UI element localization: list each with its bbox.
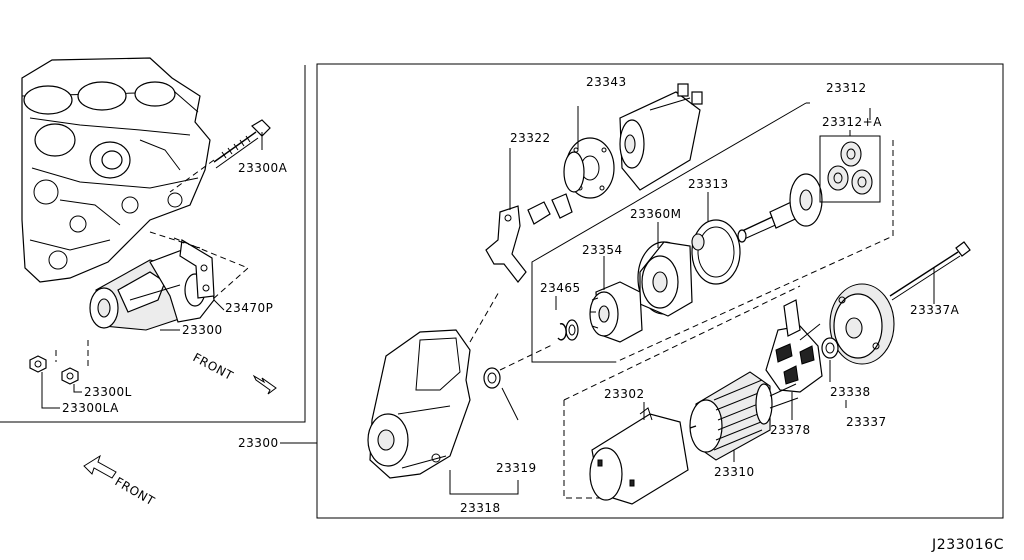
front-label-main: FRONT: [113, 474, 158, 508]
planetary-gears-23312a: [819, 135, 881, 203]
label-23337a: 23337A: [910, 303, 960, 317]
solenoid-23343: [619, 83, 703, 191]
yoke-23302: [589, 407, 689, 505]
label-23465: 23465: [540, 281, 581, 295]
label-23319: 23319: [496, 461, 537, 475]
front-arrow-main-icon: [83, 454, 117, 479]
label-23354: 23354: [582, 243, 623, 257]
lever-spring: [551, 193, 573, 219]
label-23300l: 23300L: [84, 385, 132, 399]
label-23300-main: 23300: [238, 436, 279, 450]
brush-holder-23378: [765, 299, 823, 393]
label-23470p: 23470P: [225, 301, 273, 315]
stop-ring-23465: [557, 319, 579, 341]
inset-frame: [0, 65, 306, 423]
label-23312a: 23312+A: [822, 115, 882, 129]
label-23300la: 23300LA: [62, 401, 119, 415]
label-23338: 23338: [830, 385, 871, 399]
main-exploded-frame: [316, 63, 1004, 519]
through-bolt-23337a: [889, 241, 971, 301]
internal-gear-23313: [691, 219, 741, 285]
shift-lever-23322: [485, 205, 527, 283]
pinion-gear-23354: [589, 281, 643, 343]
label-23360m: 23360M: [630, 207, 682, 221]
pinion-shaft-23312: [737, 173, 823, 243]
nut-23300l: [61, 367, 79, 385]
label-23343: 23343: [586, 75, 627, 89]
lever-pin: [527, 201, 551, 225]
label-23337: 23337: [846, 415, 887, 429]
box-23312-assembly: [531, 102, 807, 363]
mounting-bolt-23300a: [213, 119, 271, 169]
engine-block-illustration: [21, 57, 211, 283]
label-23310: 23310: [714, 465, 755, 479]
label-23302: 23302: [604, 387, 645, 401]
bracket-23470p: [179, 239, 215, 299]
label-23318: 23318: [460, 501, 501, 515]
label-23322: 23322: [510, 131, 551, 145]
front-label-inset: FRONT: [191, 350, 236, 383]
overrunning-clutch-23360m: [637, 241, 693, 317]
diagram-code: J233016C: [931, 537, 1004, 553]
label-23313: 23313: [688, 177, 729, 191]
label-23378: 23378: [770, 423, 811, 437]
label-23312: 23312: [826, 81, 867, 95]
bearing-23338: [821, 337, 839, 359]
nut-23300la: [29, 355, 47, 373]
bushing-23319: [483, 367, 501, 389]
armature-23310: [689, 371, 799, 461]
front-arrow-inset-icon: [252, 374, 277, 395]
label-23300-inset: 23300: [182, 323, 223, 337]
label-23300a: 23300A: [238, 161, 288, 175]
front-housing-23318: [367, 329, 471, 479]
rear-cover-23337: [829, 283, 895, 365]
solenoid-plate: [563, 151, 585, 193]
